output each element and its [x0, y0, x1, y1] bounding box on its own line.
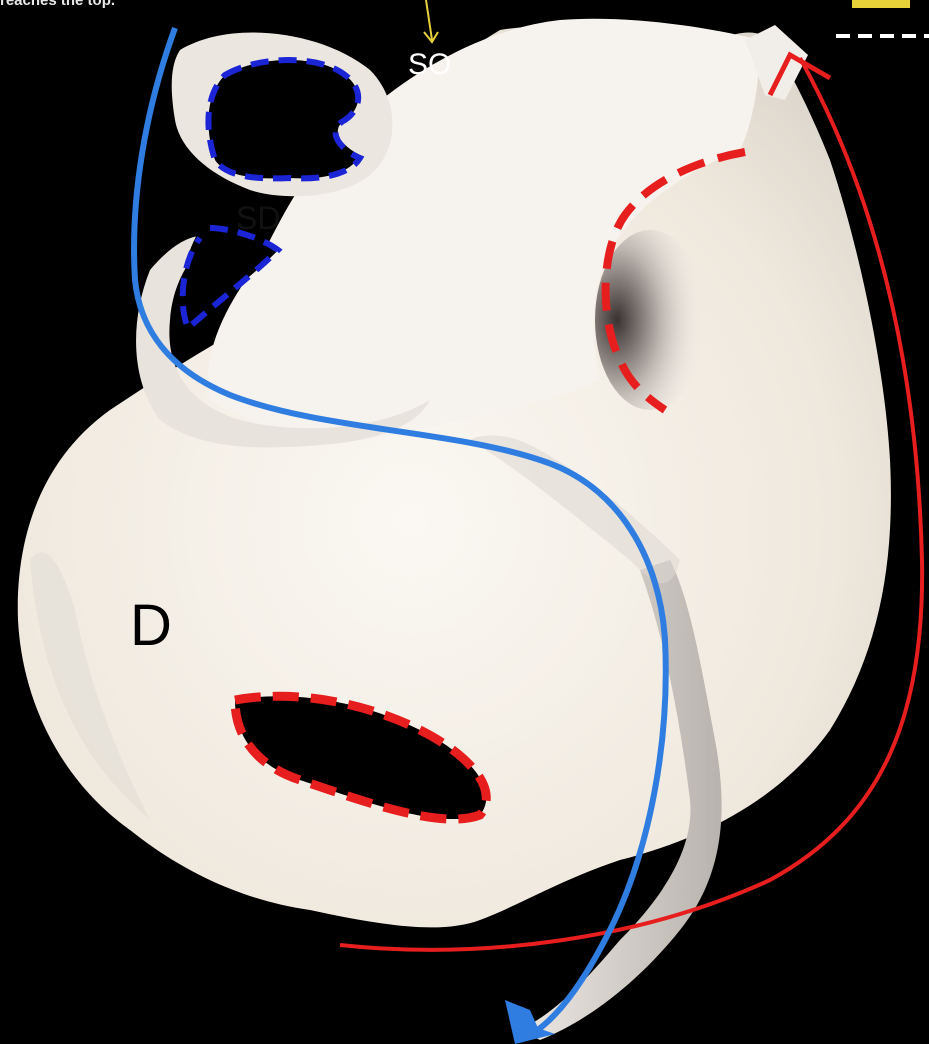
legend-yellow-swatch	[852, 0, 910, 8]
label-d: D	[130, 592, 172, 659]
caption-text: reaches the top.	[0, 0, 115, 9]
so-cavity	[208, 60, 360, 178]
label-so: SO	[408, 48, 451, 82]
label-sd: SD	[236, 200, 280, 237]
